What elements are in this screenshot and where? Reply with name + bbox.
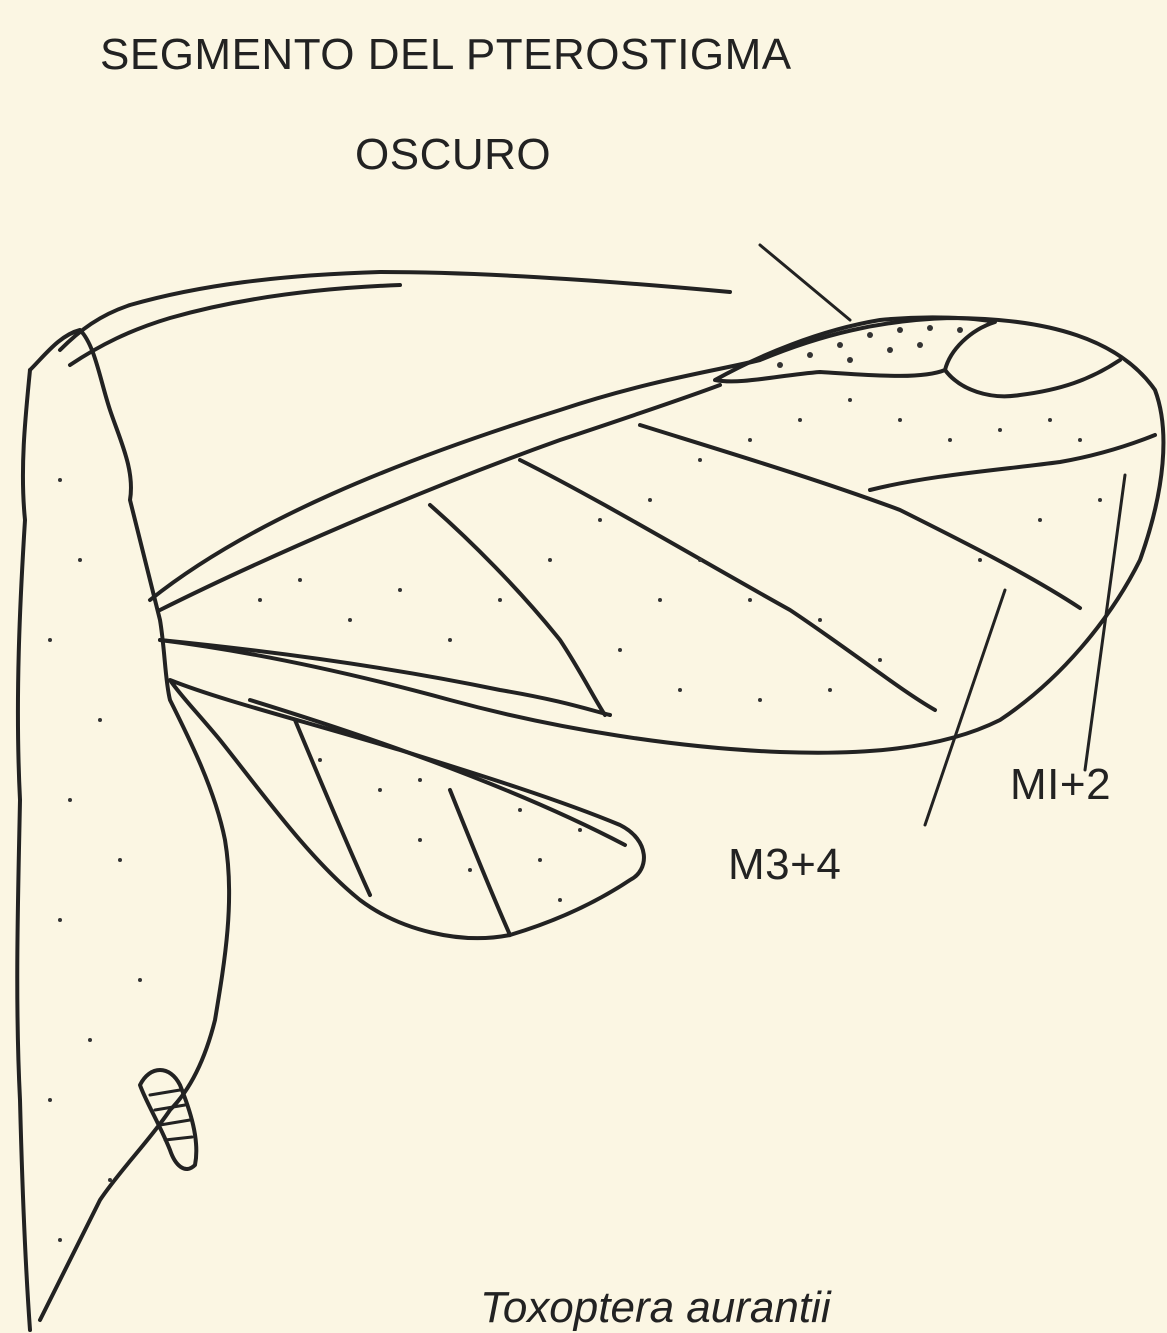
vein-cu1 — [430, 505, 605, 715]
m1-2-pointer — [1085, 475, 1125, 770]
hindwing-outline — [170, 680, 644, 938]
label-m1-2: MI+2 — [1010, 760, 1111, 810]
title-line-1: SEGMENTO DEL PTEROSTIGMA — [100, 30, 792, 80]
pterostigma-pointer — [760, 245, 850, 320]
cornicle-ring-4 — [165, 1137, 192, 1140]
species-name: Toxoptera aurantii — [480, 1283, 831, 1333]
vein-m1-2 — [870, 435, 1155, 490]
pterostigma-texture — [777, 325, 963, 368]
m3-4-pointer — [925, 590, 1005, 825]
hindwing-vein-2 — [450, 790, 510, 935]
radius-vein — [160, 385, 720, 610]
cornicle-ring-1 — [150, 1090, 180, 1095]
pterostigma — [715, 317, 995, 381]
hindwing-vein-1 — [295, 720, 370, 895]
label-m3-4: M3+4 — [728, 840, 841, 890]
title-line-2: OSCURO — [355, 130, 551, 180]
body-left-edge — [17, 370, 30, 1330]
costal-vein-lower — [70, 285, 400, 365]
pterostigma-curve — [945, 360, 1120, 396]
vein-m-branch — [640, 425, 1080, 608]
